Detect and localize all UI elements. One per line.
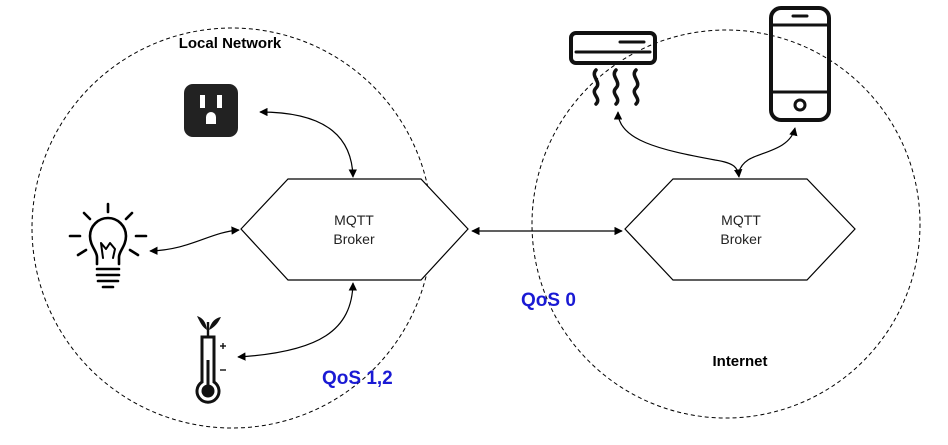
local-mqtt-broker: MQTT Broker xyxy=(240,178,469,281)
internet-region xyxy=(531,29,921,419)
qos-local-label: QoS 1,2 xyxy=(322,368,393,389)
local-broker-label-line2: Broker xyxy=(333,231,375,247)
outlet-broker-connection xyxy=(259,107,357,178)
light-bulb-icon xyxy=(68,202,148,289)
ac-broker-connection xyxy=(613,111,743,178)
local-network-label: Local Network xyxy=(179,35,282,52)
internet-broker-label-line1: MQTT xyxy=(721,212,761,228)
thermometer-broker-connection xyxy=(237,282,358,361)
smartphone-icon xyxy=(769,6,831,122)
power-outlet-icon xyxy=(184,84,238,137)
internet-broker-label-line2: Broker xyxy=(720,231,762,247)
thermometer-plant-icon xyxy=(195,316,226,404)
bulb-broker-connection xyxy=(149,226,240,256)
qos-internet-label: QoS 0 xyxy=(521,290,576,311)
local-broker-label-line1: MQTT xyxy=(334,212,374,228)
air-conditioner-icon xyxy=(569,31,657,106)
internet-mqtt-broker: MQTT Broker xyxy=(624,178,856,281)
phone-broker-connection xyxy=(738,127,798,173)
internet-label: Internet xyxy=(712,353,767,370)
